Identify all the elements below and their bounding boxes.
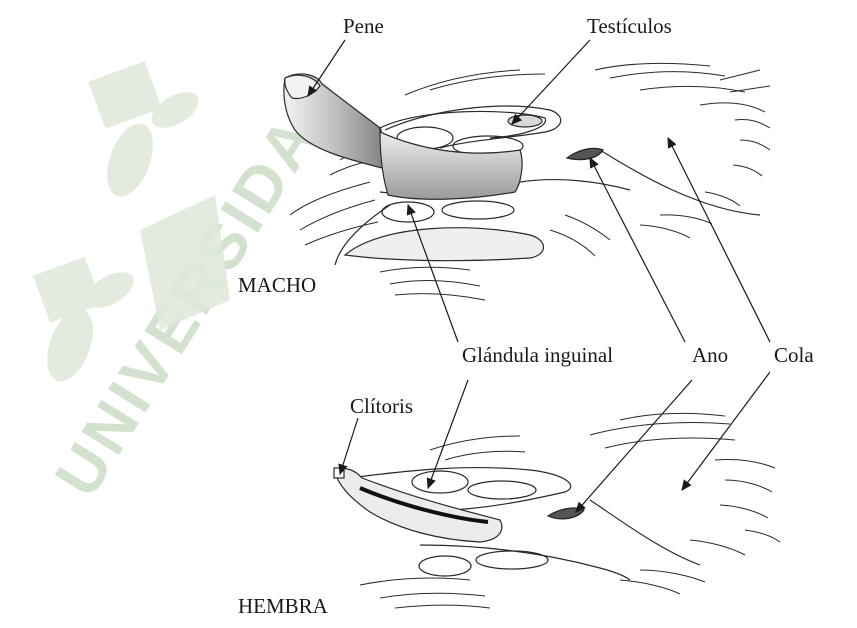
female-genital (334, 468, 502, 542)
label-clitoris: Clítoris (350, 396, 413, 417)
label-testiculos: Testículos (587, 16, 672, 37)
watermark-logo (33, 61, 230, 387)
label-macho: MACHO (238, 275, 316, 296)
ano-leader-female (576, 380, 692, 512)
label-ano: Ano (692, 345, 728, 366)
penis-shape (284, 74, 390, 170)
male-figure (284, 63, 770, 300)
label-glandula-inguinal: Glándula inguinal (462, 345, 613, 366)
cola-leader-male (668, 138, 770, 342)
label-pene: Pene (343, 16, 384, 37)
male-anus (567, 148, 603, 159)
label-hembra: HEMBRA (238, 596, 328, 617)
testiculos-leader (512, 40, 590, 124)
clitoris-leader (340, 418, 358, 474)
cola-leader-female (682, 372, 770, 490)
leader-lines (308, 40, 770, 512)
label-cola: Cola (774, 345, 814, 366)
ano-leader-male (590, 158, 685, 342)
female-figure (334, 413, 780, 608)
glandula-leader-male (408, 205, 458, 342)
